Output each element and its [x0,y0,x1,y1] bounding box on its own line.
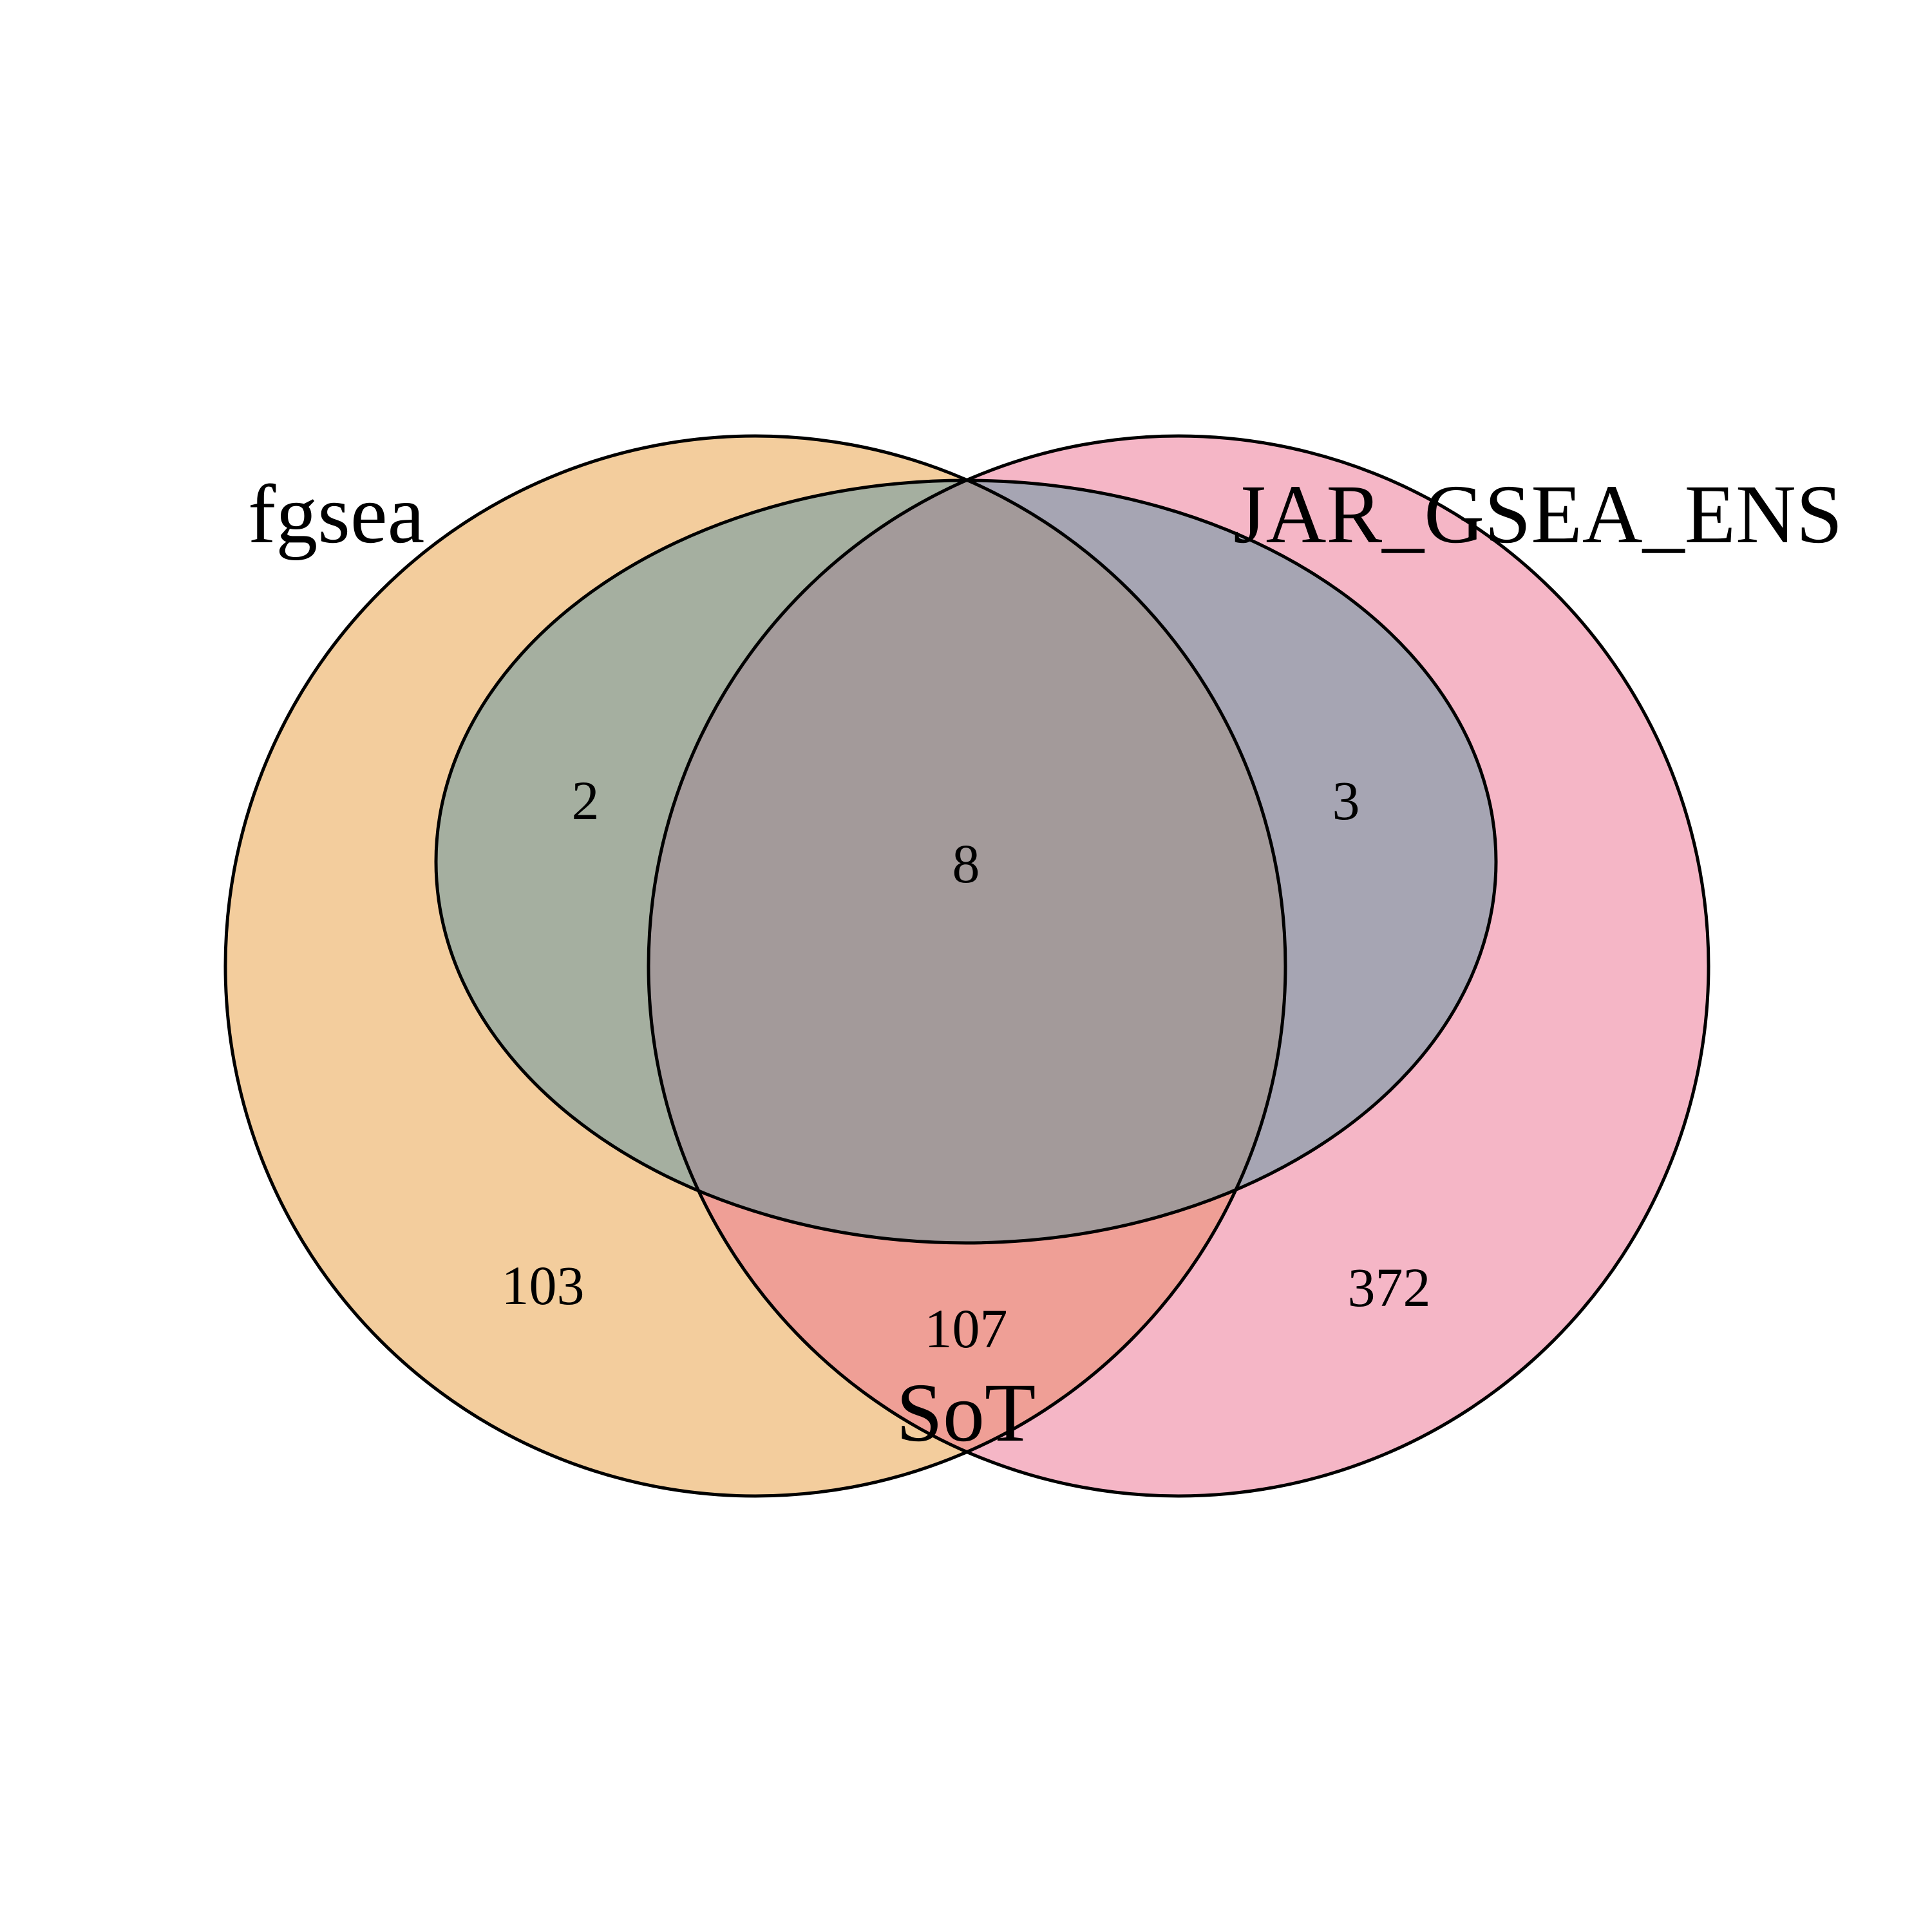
all-three-overlap-fill [649,480,1285,1243]
region-count-fgsea-only: 103 [502,1255,585,1316]
set-label-sot: SoT [896,1367,1036,1459]
region-count-jar-sot: 3 [1332,770,1360,831]
region-count-jar-only: 372 [1348,1256,1431,1318]
region-count-all-three: 8 [952,833,980,895]
set-label-fgsea: fgsea [248,468,424,561]
set-label-jar-gsea-ens: JAR_GSEA_ENS [1233,468,1842,561]
fgsea-circle-outline [223,434,1287,1498]
sot-ellipse-outline [434,478,1498,1245]
region-count-fgsea-sot: 2 [572,770,600,831]
region-count-fgsea-jar: 107 [925,1298,1008,1359]
jar-gsea-ens-circle-outline [647,434,1710,1498]
